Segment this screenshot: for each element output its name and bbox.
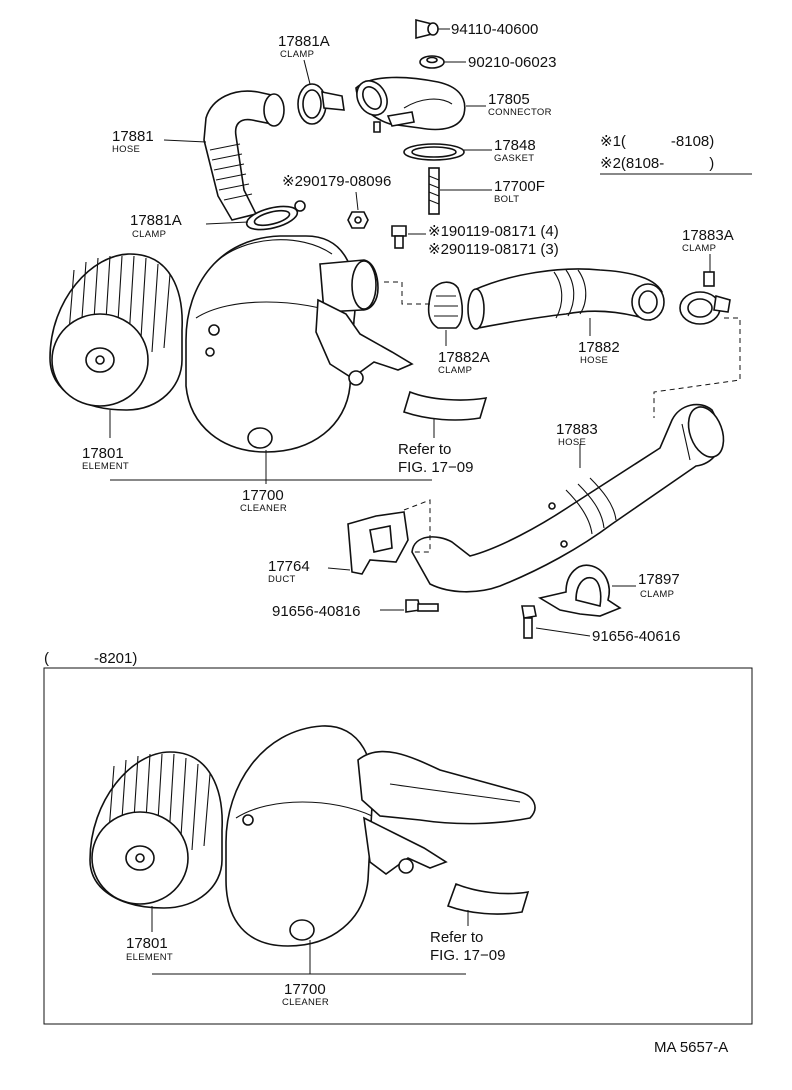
air-filter-element-icon xyxy=(49,253,183,411)
part-number-94110: 94110-40600 xyxy=(451,21,538,38)
refer-fig-2: FIG. 17−09 xyxy=(430,947,505,964)
inset-part-name-element: ELEMENT xyxy=(126,952,173,963)
hose-17883-icon xyxy=(411,403,725,593)
part-name-hose-17881: HOSE xyxy=(112,144,140,155)
part-number-17881: 17881 xyxy=(112,128,154,145)
part-name-element: ELEMENT xyxy=(82,461,129,472)
clamp-17881a-low-icon xyxy=(245,200,306,231)
part-number-17881A-low: 17881A xyxy=(130,212,182,229)
part-number-17700F: 17700F xyxy=(494,178,545,195)
duct-17764-icon xyxy=(347,511,409,575)
part-number-17764: 17764 xyxy=(268,558,310,575)
inset-part-number-17700: 17700 xyxy=(284,981,326,998)
part-number-17897: 17897 xyxy=(638,571,680,588)
refer-text-2: Refer to xyxy=(430,929,483,946)
part-name-gasket: GASKET xyxy=(494,153,534,164)
part-number-17883A: 17883A xyxy=(682,227,734,244)
part-name-clamp-17883a: CLAMP xyxy=(682,243,716,254)
hose-17882-icon xyxy=(467,268,665,330)
part-number-17882: 17882 xyxy=(578,339,620,356)
clamp-17882a-icon xyxy=(427,281,464,329)
inset-air-cleaner-icon xyxy=(225,725,536,947)
gasket-icon xyxy=(403,143,465,161)
part-name-clamp-low: CLAMP xyxy=(132,229,166,240)
applicability-line-2: ※2(8108- ) xyxy=(600,155,714,172)
inset-range-label: ( -8201) xyxy=(44,650,137,667)
part-name-clamp-top: CLAMP xyxy=(280,49,314,60)
clamp-17897-icon xyxy=(537,564,622,617)
part-name-hose-17882: HOSE xyxy=(580,355,608,366)
part-name-duct: DUCT xyxy=(268,574,296,585)
part-name-connector: CONNECTOR xyxy=(488,107,552,118)
wing-nut-icon xyxy=(415,18,439,40)
inset-air-filter-element-icon xyxy=(89,751,223,909)
part-number-17883: 17883 xyxy=(556,421,598,438)
part-number-17700: 17700 xyxy=(242,487,284,504)
bolt-40616-icon xyxy=(521,605,537,639)
refer-text-1: Refer to xyxy=(398,441,451,458)
reference-strip-icon xyxy=(403,390,488,421)
air-cleaner-icon xyxy=(185,235,414,453)
part-number-17805: 17805 xyxy=(488,91,530,108)
part-number-90119-2: ※290119-08171 (3) xyxy=(428,241,559,258)
part-number-17801: 17801 xyxy=(82,445,124,462)
part-name-cleaner: CLEANER xyxy=(240,503,287,514)
part-number-90179: ※290179-08096 xyxy=(282,173,391,190)
nut-icon xyxy=(347,211,369,229)
clamp-17883a-icon xyxy=(679,271,731,325)
clamp-17881a-top-icon xyxy=(297,83,345,125)
applicability-line-1: ※1( -8108) xyxy=(600,133,714,150)
inset-frame xyxy=(43,667,753,1025)
inset-part-number-17801: 17801 xyxy=(126,935,168,952)
grommet-icon xyxy=(419,55,445,69)
part-number-90119-1: ※190119-08171 (4) xyxy=(428,223,559,240)
inset-part-name-cleaner: CLEANER xyxy=(282,997,329,1008)
bolt-40816-icon xyxy=(405,599,439,613)
inset-reference-strip-icon xyxy=(446,882,530,915)
part-name-clamp-17882a: CLAMP xyxy=(438,365,472,376)
screw-icon xyxy=(391,225,407,249)
part-name-bolt: BOLT xyxy=(494,194,519,205)
refer-fig-1: FIG. 17−09 xyxy=(398,459,473,476)
part-name-hose-17883: HOSE xyxy=(558,437,586,448)
diagram-code: MA 5657-A xyxy=(654,1039,728,1056)
connector-icon xyxy=(355,76,466,133)
bolt-icon xyxy=(428,167,440,215)
part-number-90210: 90210-06023 xyxy=(468,54,556,71)
hose-17881-icon xyxy=(203,90,285,221)
part-number-17881A-top: 17881A xyxy=(278,33,330,50)
part-number-91656-40816: 91656-40816 xyxy=(272,603,360,620)
part-number-17882A: 17882A xyxy=(438,349,490,366)
part-number-91656-40616: 91656-40616 xyxy=(592,628,680,645)
part-name-clamp-17897: CLAMP xyxy=(640,589,674,600)
part-number-17848: 17848 xyxy=(494,137,536,154)
